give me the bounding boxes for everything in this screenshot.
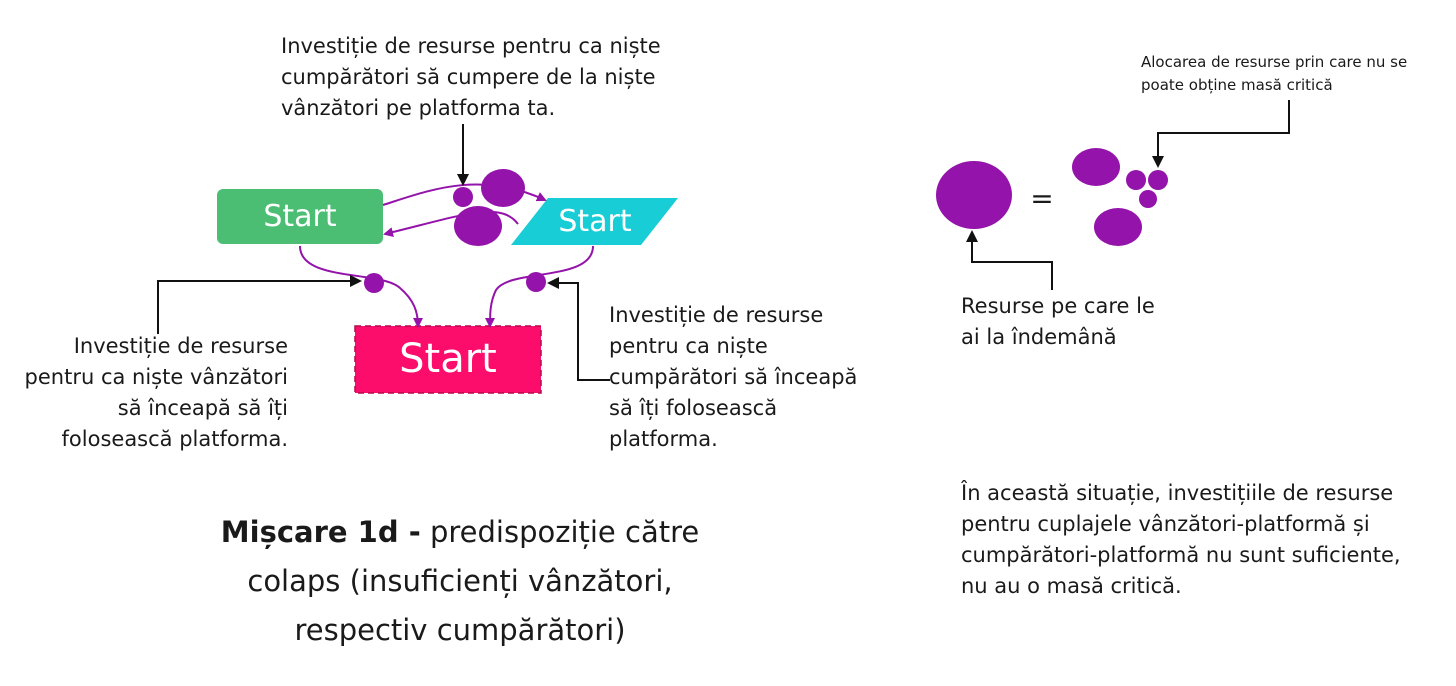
allocation-note: Alocarea de resurse prin care nu se poat… bbox=[1141, 53, 1408, 94]
top-note: Investiție de resurse pentru ca niște cu… bbox=[281, 34, 661, 120]
situation-note: În această situație, investițiile de res… bbox=[961, 481, 1401, 598]
allocation-note-pointer bbox=[1152, 100, 1290, 168]
allocated-blob-3 bbox=[1148, 170, 1168, 190]
platform-start-node: Start bbox=[354, 325, 542, 394]
resource-blob-coupling-top bbox=[481, 169, 525, 207]
sellers-start-label: Start bbox=[263, 199, 337, 234]
resource-dot-buyers bbox=[526, 272, 546, 292]
resource-dot-sellers bbox=[364, 273, 384, 293]
buyers-start-label: Start bbox=[558, 204, 632, 239]
right-note: Investiție de resurse pentru ca niște cu… bbox=[609, 303, 858, 451]
right-note-pointer bbox=[547, 277, 610, 381]
allocated-blob-4 bbox=[1139, 190, 1157, 208]
resources-note: Resurse pe care le ai la îndemână bbox=[961, 294, 1155, 349]
allocated-blob-5 bbox=[1094, 208, 1142, 246]
allocated-blob-2 bbox=[1126, 170, 1146, 190]
sellers-to-platform-connector bbox=[299, 245, 423, 328]
sellers-start-node: Start bbox=[217, 189, 383, 244]
buyers-to-platform-connector bbox=[485, 245, 594, 328]
caption-text: predispoziție către colaps (insuficienți… bbox=[247, 515, 700, 647]
buyers-start-node: Start bbox=[511, 198, 678, 245]
total-resources-blob bbox=[936, 161, 1012, 229]
diagram-caption: Mișcare 1d - predispoziție către colaps … bbox=[190, 508, 730, 655]
platform-start-label: Start bbox=[399, 336, 497, 382]
left-note: Investiție de resurse pentru ca niște vâ… bbox=[24, 334, 288, 451]
allocated-blob-1 bbox=[1072, 148, 1120, 186]
resource-blob-coupling-bottom bbox=[454, 206, 502, 246]
left-note-pointer bbox=[157, 275, 362, 334]
resource-dot-coupling-small bbox=[453, 187, 473, 207]
resources-note-pointer bbox=[966, 230, 1053, 290]
caption-title: Mișcare 1d - bbox=[220, 515, 421, 549]
equals-sign: = bbox=[1030, 182, 1053, 215]
